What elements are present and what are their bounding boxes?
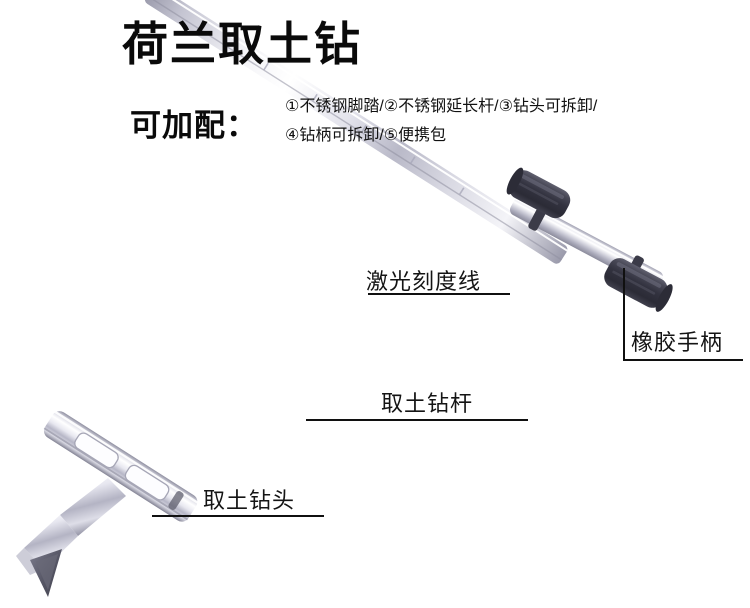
annotation-auger-bit: 取土钻头	[203, 488, 296, 513]
annotation-laser-scale: 激光刻度线	[366, 269, 482, 294]
rubber-grip-left	[506, 167, 571, 219]
auger-scoop	[16, 478, 126, 575]
leader-line-laser-scale	[368, 293, 510, 295]
annotation-rubber-handle: 橡胶手柄	[631, 330, 724, 355]
annotation-auger-rod: 取土钻杆	[381, 391, 474, 416]
auger-tip	[30, 549, 62, 597]
auger-bit-head	[43, 410, 199, 522]
leader-line-handle-horizontal	[623, 359, 743, 361]
leader-line-auger-rod	[306, 419, 528, 421]
leader-line-auger-bit	[152, 515, 324, 517]
options-label: 可加配：	[130, 108, 258, 143]
t-handle-crossbar	[510, 197, 664, 290]
page-title: 荷兰取土钻	[122, 18, 362, 70]
options-line-1: ①不锈钢脚踏/②不锈钢延长杆/③钻头可拆卸/	[285, 98, 598, 115]
options-line-2: ④钻柄可拆卸/⑤便携包	[285, 127, 447, 144]
rubber-grip-right	[604, 258, 673, 312]
leader-line-handle-vertical	[623, 268, 625, 360]
options-list: ①不锈钢脚踏/②不锈钢延长杆/③钻头可拆卸/ ④钻柄可拆卸/⑤便携包	[285, 92, 615, 150]
